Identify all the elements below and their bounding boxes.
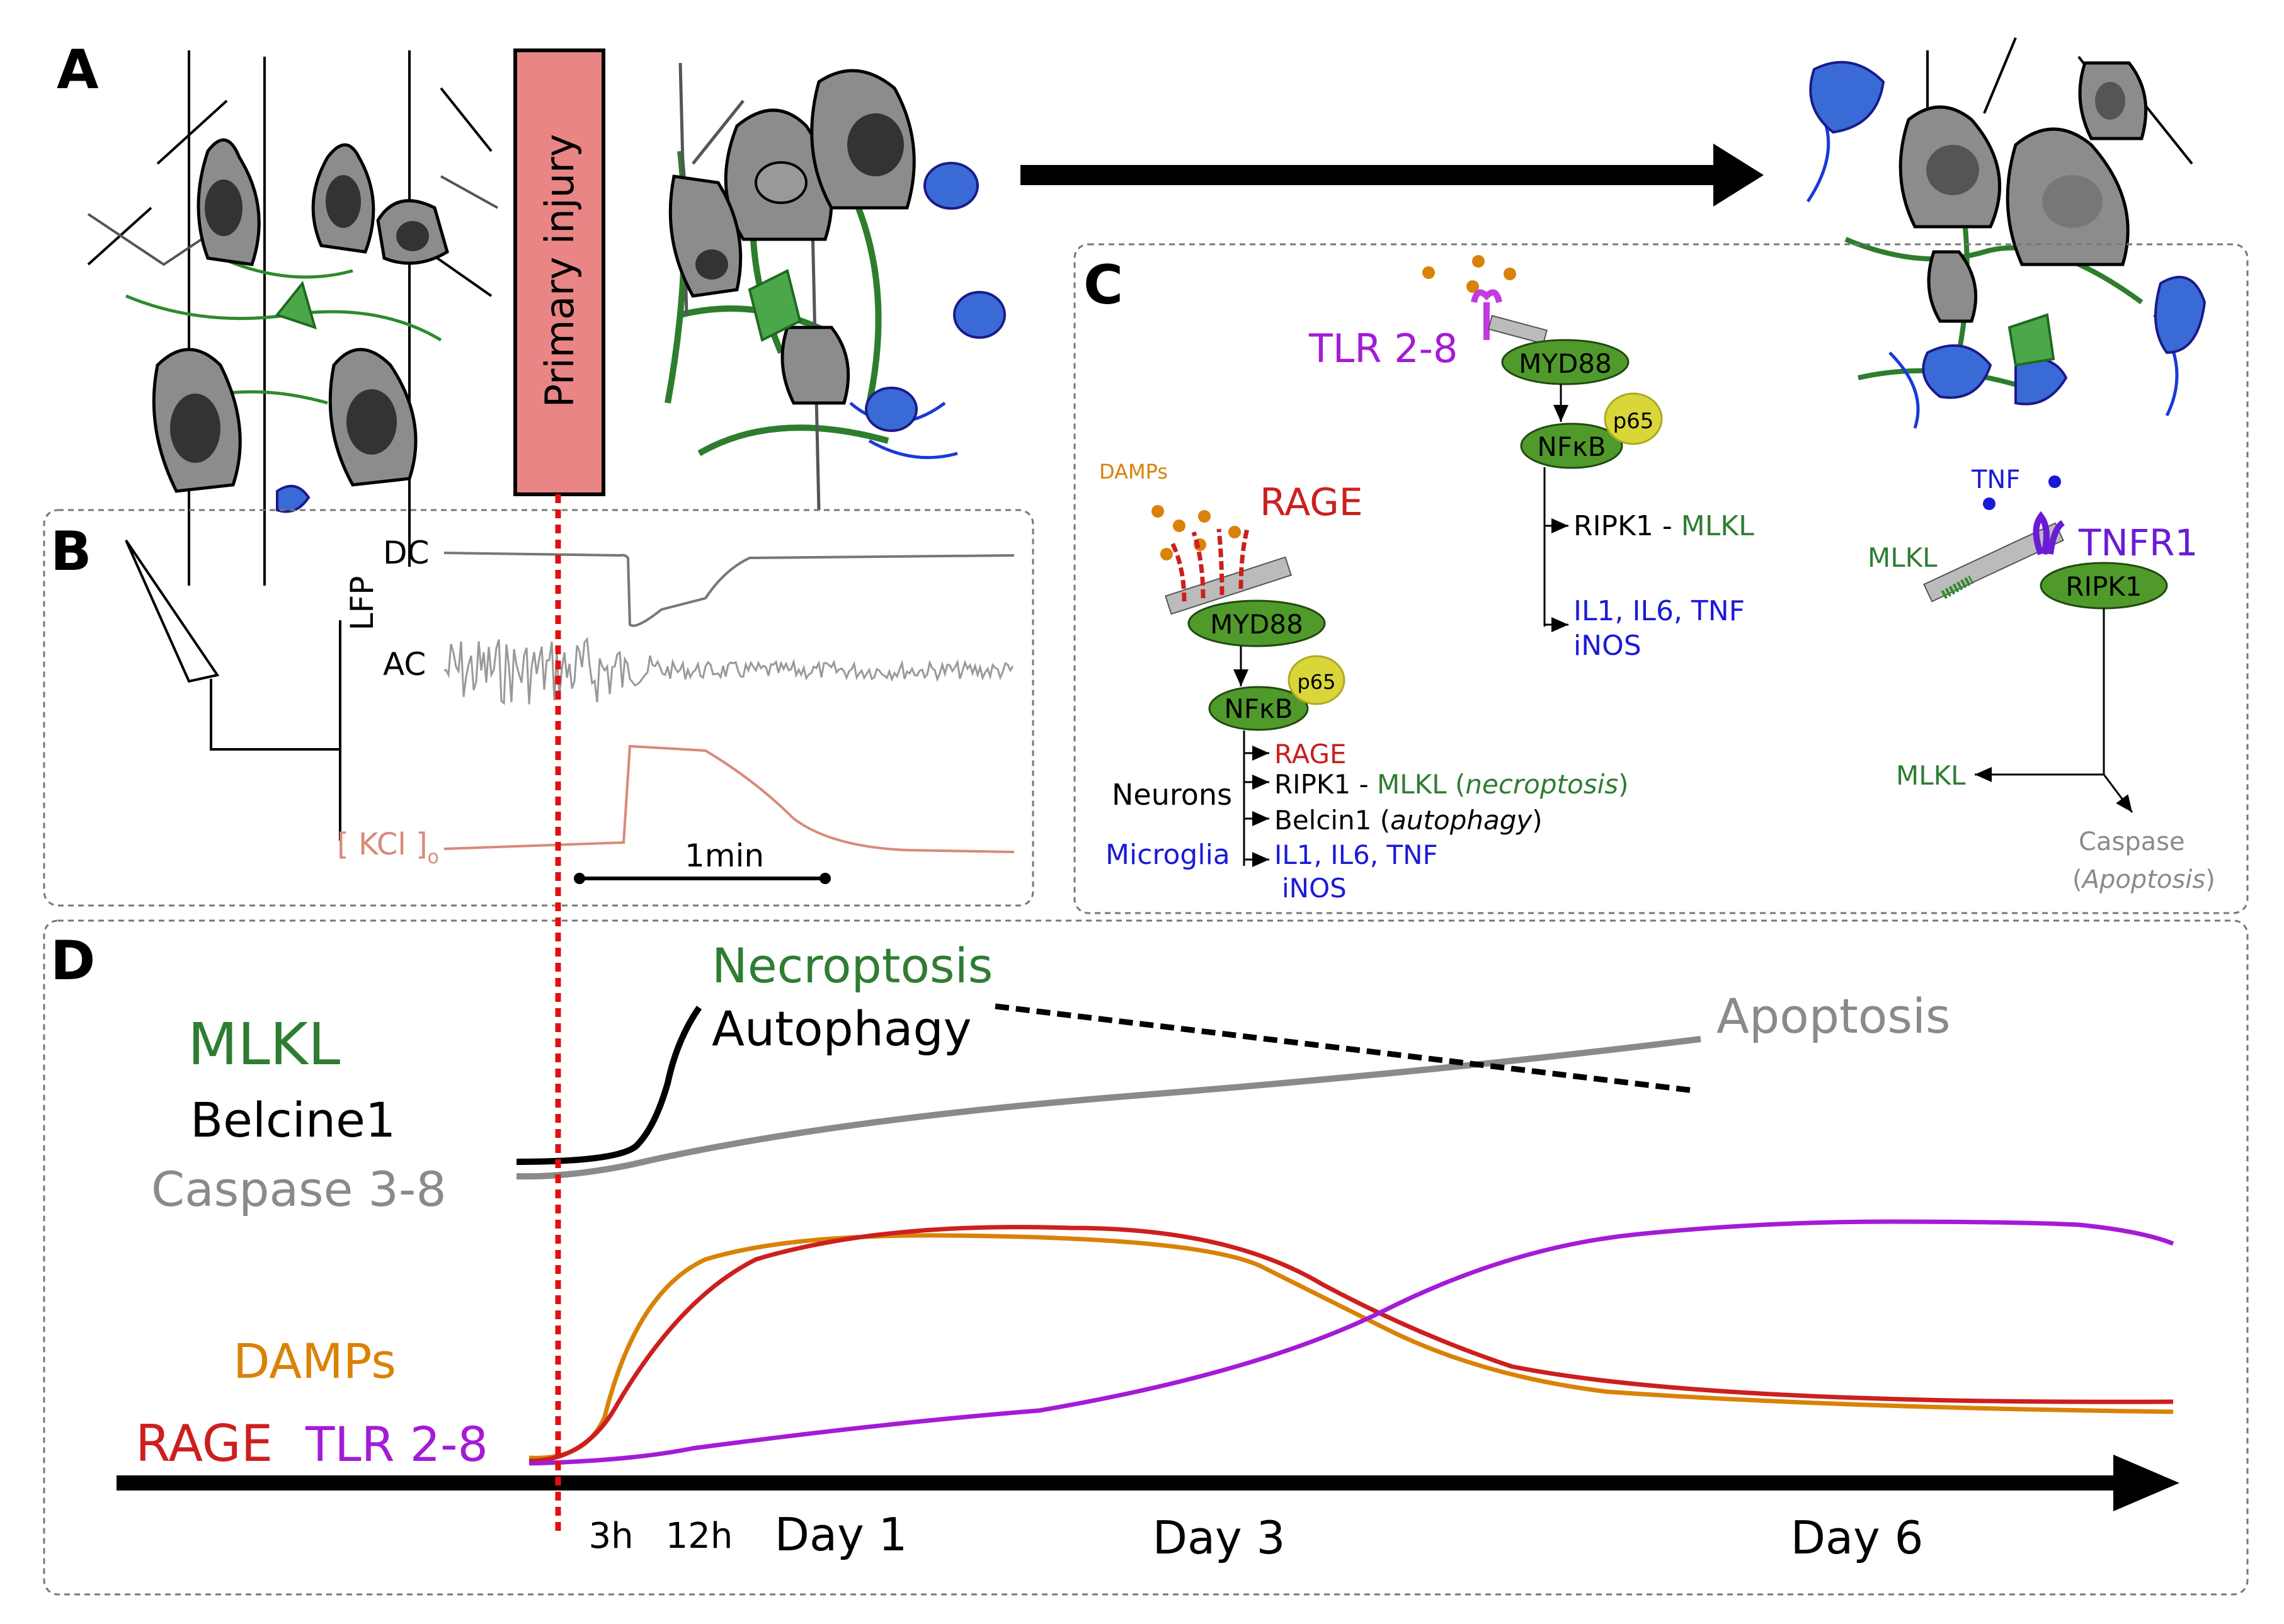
primary-injury-box: Primary injury <box>513 48 605 496</box>
out-rage: RAGE <box>1274 739 1347 769</box>
healthy-neuron-cluster <box>87 50 498 586</box>
tlr-label: TLR 2-8 <box>1308 326 1458 372</box>
tlr-label-d: TLR 2-8 <box>305 1416 488 1472</box>
electrode <box>125 539 341 841</box>
kcl-trace <box>443 744 1015 853</box>
rage-receptor-label: RAGE <box>1260 480 1363 525</box>
apoptosis-label: Apoptosis <box>1716 988 1951 1044</box>
microglia-cell <box>865 387 918 432</box>
mlkl-membrane-label: MLKL <box>1868 542 1938 573</box>
time-scale-bar <box>574 873 831 884</box>
astrocyte <box>275 280 317 330</box>
late-neuron-cluster <box>1806 37 2207 429</box>
microglia-cell <box>1809 60 1885 134</box>
injured-neuron-soma <box>780 326 850 405</box>
tick-12h: 12h <box>666 1516 733 1557</box>
neurons-label: Neurons <box>1112 778 1232 812</box>
ac-label: AC <box>383 646 426 683</box>
molecule-curves <box>528 1219 2174 1466</box>
panel-a-letter: A <box>57 38 99 101</box>
astrocyte <box>2007 313 2055 367</box>
mlkl-label: MLKL <box>188 1011 340 1078</box>
rage-label: RAGE <box>135 1414 273 1473</box>
belcine-curve <box>516 1006 702 1165</box>
ripk1-mlkl-top: RIPK1 - MLKL <box>1573 510 1754 542</box>
svg-text:NFκB: NFκB <box>1224 693 1293 724</box>
late-neuron-soma <box>1927 250 1978 323</box>
scale-bar-label: 1min <box>685 838 764 874</box>
injured-neuron-cluster <box>665 62 1006 511</box>
tick-day3: Day 3 <box>1153 1511 1286 1564</box>
svg-text:NFκB: NFκB <box>1537 431 1606 462</box>
dc-trace <box>443 552 1015 627</box>
cell-death-curves <box>516 1003 1701 1180</box>
svg-text:RIPK1: RIPK1 <box>2065 571 2142 602</box>
panel-c-frame <box>1073 243 2249 914</box>
tick-day6: Day 6 <box>1791 1511 1924 1564</box>
microglia-label: Microglia <box>1105 839 1230 871</box>
tnfr1-label: TNFR1 <box>2078 521 2198 564</box>
astrocyte <box>748 269 802 342</box>
microglia-cell <box>2154 276 2207 355</box>
caspase-curve <box>516 1036 1701 1180</box>
belcine-label: Belcine1 <box>190 1092 396 1148</box>
panel-c-letter: C <box>1083 254 1123 317</box>
nfkb-top-node: NFκB p65 <box>1520 392 1663 469</box>
inos-top: iNOS <box>1573 630 1642 662</box>
ripk1-right-node: RIPK1 <box>2040 562 2168 610</box>
myd88-top-node: MYD88 <box>1501 339 1630 385</box>
tick-3h: 3h <box>588 1516 633 1557</box>
out-cytokines: IL1, IL6, TNF <box>1274 839 1438 870</box>
kcl-label: [ KCl ]o <box>337 827 439 868</box>
rage-receptor <box>1151 505 1293 615</box>
lfp-label: LFP <box>344 576 380 631</box>
ac-trace <box>443 637 1014 705</box>
microglia-cell <box>1922 344 1992 399</box>
damps-label: DAMPs <box>233 1333 396 1389</box>
tnf-label: TNF <box>1971 465 2020 494</box>
necroptosis-dashed-curve <box>995 1003 1695 1094</box>
cytokines-top: IL1, IL6, TNF <box>1573 595 1745 627</box>
apoptosis-output: (Apoptosis) <box>2072 865 2215 894</box>
tlr-receptor <box>1422 255 1548 345</box>
tlr-curve <box>528 1219 2174 1466</box>
autophagy-label: Autophagy <box>712 1001 972 1057</box>
panel-d-letter: D <box>50 929 95 992</box>
svg-text:p65: p65 <box>1613 409 1654 434</box>
out-inos: iNOS <box>1282 873 1347 904</box>
damps-small-label: DAMPs <box>1099 460 1168 484</box>
panel-b-letter: B <box>50 520 92 583</box>
progression-arrow <box>1020 144 1764 207</box>
microglia-cell <box>276 485 311 513</box>
out-ripk1-mlkl: RIPK1 - MLKL (necroptosis) <box>1274 769 1629 800</box>
caspase-label: Caspase 3-8 <box>151 1161 447 1217</box>
nfkb-left-node: NFκB p65 <box>1208 655 1345 731</box>
svg-text:MYD88: MYD88 <box>1210 609 1303 640</box>
necroptosis-label: Necroptosis <box>712 938 993 994</box>
svg-text:MYD88: MYD88 <box>1519 348 1612 379</box>
primary-injury-label: Primary injury <box>537 134 583 408</box>
microglia-cell <box>953 291 1006 339</box>
damps-curve <box>528 1233 2174 1460</box>
myd88-left-node: MYD88 <box>1187 599 1326 647</box>
out-belcin: Belcin1 (autophagy) <box>1274 805 1543 836</box>
tnfr1-receptor <box>1923 475 2065 603</box>
dc-label: DC <box>383 535 429 571</box>
mlkl-output: MLKL <box>1896 760 1966 791</box>
time-axis <box>117 1455 2179 1511</box>
svg-text:p65: p65 <box>1297 670 1335 694</box>
microglia-cell <box>923 162 979 210</box>
caspase-output: Caspase <box>2079 827 2185 856</box>
tick-day1: Day 1 <box>775 1508 908 1561</box>
panel-d-frame <box>43 919 2249 1596</box>
rage-curve <box>528 1225 2174 1463</box>
